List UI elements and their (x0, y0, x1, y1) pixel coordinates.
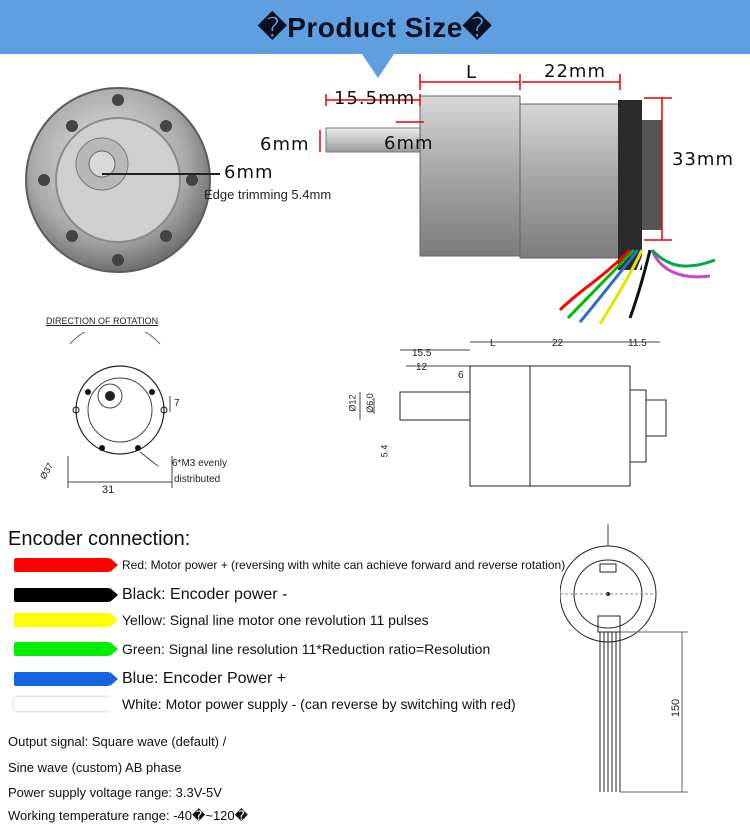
wire-color-swatch (14, 642, 110, 656)
wire-description: Blue: Encoder Power + (122, 670, 287, 687)
dim-shaft-length: 15.5mm (334, 88, 416, 109)
wire-arrow-tip (110, 558, 118, 572)
side-dim-phi6: Ø6.0 (364, 393, 375, 413)
spec-temperature-range: Working temperature range: -40�~120� (8, 808, 248, 823)
wire-arrow-tip (110, 613, 118, 627)
wire-arrow-tip (110, 588, 118, 602)
gearbox-front-photo (25, 87, 211, 273)
side-dim-22: 22 (552, 338, 564, 349)
wire-arrow-tip (110, 672, 118, 686)
front-width-label: 31 (102, 484, 115, 496)
wire-color-swatch (14, 588, 110, 602)
side-dim-phi12: Ø12 (347, 394, 358, 412)
encoder-wire-row: Yellow: Signal line motor one revolution… (14, 612, 429, 628)
encoder-wire-row: Red: Motor power + (reversing with white… (14, 558, 565, 572)
front-offset-label: 7 (174, 398, 180, 409)
wire-description: Green: Signal line resolution 11*Reducti… (122, 641, 491, 657)
side-dim-6: 6 (458, 370, 464, 381)
wire-description: Red: Motor power + (reversing with white… (122, 558, 566, 572)
side-view-drawing (359, 341, 667, 487)
wire-description: Black: Encoder power - (122, 586, 288, 603)
wire-description: White: Motor power supply - (can reverse… (122, 696, 516, 712)
side-dim-12: 12 (416, 362, 428, 373)
wire-color-swatch (14, 558, 110, 572)
side-dim-11-5: 11.5 (628, 338, 647, 349)
dim-gearbox-length: L (466, 62, 478, 83)
dim-encoder-height: 33mm (672, 149, 734, 170)
encoder-wire-row: White: Motor power supply - (can reverse… (14, 696, 516, 712)
dim-shaft-diameter: 6mm (260, 134, 310, 155)
wire-arrow-tip (110, 697, 118, 711)
holes-note-line1: 6*M3 evenly (172, 458, 228, 469)
header-banner: �Product Size� (0, 0, 750, 54)
wire-color-swatch (14, 697, 110, 711)
leader-line-front (102, 173, 220, 175)
banner-pointer (362, 54, 394, 78)
wire-arrow-tip (110, 642, 118, 656)
encoder-heading: Encoder connection: (8, 528, 191, 550)
wire-color-swatch (14, 672, 110, 686)
dim-shaft-flat: 6mm (384, 133, 434, 154)
side-dim-5-4: 5.4 (379, 444, 390, 458)
wire-color-swatch (14, 613, 110, 627)
page-title: �Product Size� (257, 11, 492, 43)
front-view-drawing (67, 332, 173, 488)
dim-motor-length: 22mm (544, 61, 606, 82)
spec-output-signal: Output signal: Square wave (default) / (8, 734, 227, 749)
encoder-wire-row: Blue: Encoder Power + (14, 670, 286, 688)
cable-length-label: 150 (670, 698, 683, 718)
spec-sine-wave: Sine wave (custom) AB phase (8, 760, 182, 775)
edge-trimming-note: Edge trimming 5.4mm (204, 187, 332, 202)
wire-description: Yellow: Signal line motor one revolution… (122, 612, 429, 628)
side-dim-15-5: 15.5 (412, 348, 432, 359)
side-dim-L: L (490, 338, 496, 349)
motor-side-photo (319, 74, 716, 325)
holes-note-line2: distributed (174, 474, 221, 485)
encoder-wire-row: Black: Encoder power - (14, 586, 287, 604)
encoder-end-drawing (560, 524, 688, 793)
rotation-label: DIRECTION OF ROTATION (46, 316, 159, 326)
spec-voltage-range: Power supply voltage range: 3.3V-5V (8, 785, 222, 800)
front-shaft-dimension: 6mm (224, 162, 274, 183)
encoder-wire-row: Green: Signal line resolution 11*Reducti… (14, 641, 490, 657)
